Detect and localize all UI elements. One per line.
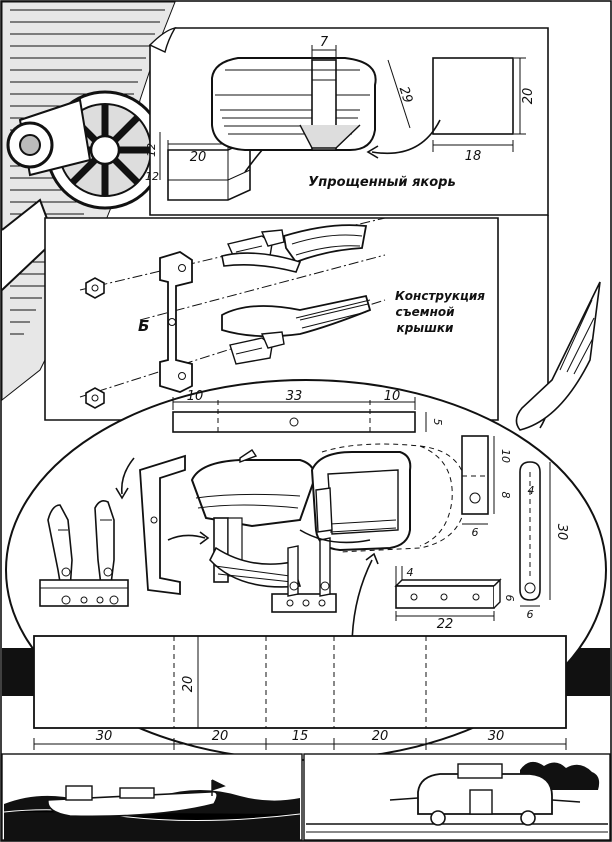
dim-strip-right: 10 [384, 389, 401, 404]
dim-plate-h: 20 [521, 88, 536, 105]
anchor-caption: Упрощенный якорь [308, 175, 455, 190]
dim-anchor-len: 29 [396, 85, 415, 105]
cover-caption-line3: крышки [397, 321, 454, 335]
bracket-b: Б [138, 251, 193, 393]
chassis-assembly [115, 443, 467, 613]
dim-body-seg3: 15 [292, 729, 309, 744]
dim-tab-h2: 8 [499, 492, 512, 499]
anchor-body: 7 29 [211, 35, 415, 151]
tab-drawing: 10 8 6 [461, 435, 512, 539]
cover-half-lower [221, 294, 372, 365]
dim-body-h: 20 [181, 676, 196, 693]
bottom-scene-train [303, 753, 611, 841]
dim-tab-w: 6 [472, 526, 479, 539]
top-strip-drawing: 10 33 10 5 [172, 389, 444, 433]
nut-bottom [85, 387, 105, 409]
dim-link-len: 30 [554, 524, 569, 541]
dim-link-w: 4 [528, 484, 535, 497]
page-curl [515, 215, 601, 431]
dim-block-len: 22 [437, 617, 454, 632]
block-drawing: 4 6 22 [394, 566, 516, 632]
dim-anchor-sheet-d: 12 [145, 170, 159, 183]
dim-strip-mid: 33 [286, 389, 303, 404]
dim-plate-w: 18 [465, 149, 482, 164]
bottom-scene-boat [1, 753, 303, 841]
dim-anchor-width: 7 [320, 35, 329, 50]
leg-assembly-left [39, 500, 129, 607]
bracket-label: Б [138, 317, 149, 335]
cover-caption-line1: Конструкция [395, 289, 485, 303]
dim-anchor-sheet-h: 12 [145, 143, 158, 157]
dim-body-seg5: 30 [488, 729, 505, 744]
body-flat-pattern: 20 30 20 15 20 30 [33, 635, 567, 750]
dim-body-seg1: 30 [96, 729, 113, 744]
dim-link-bw: 6 [527, 608, 534, 621]
dim-block-h: 4 [407, 566, 414, 579]
cover-caption-line2: съемной [395, 305, 455, 319]
link-drawing: 4 30 6 [519, 461, 569, 621]
nut-top [85, 277, 105, 299]
dim-strip-h: 5 [431, 419, 444, 426]
anchor-panel: 20 12 12 7 29 20 [145, 27, 549, 216]
cover-panel: Б Конструкция съемной крышки [44, 217, 499, 421]
anchor-bent-sheet: 20 12 12 [145, 113, 306, 201]
dim-body-seg2: 20 [212, 729, 229, 744]
cover-half-upper [221, 224, 368, 273]
dim-anchor-sheet-w: 20 [190, 150, 207, 165]
anchor-flat-plate: 20 18 [366, 57, 536, 164]
dim-strip-left: 10 [187, 389, 204, 404]
dim-tab-h1: 10 [499, 449, 512, 463]
dim-block-d: 6 [503, 595, 516, 602]
dim-body-seg4: 20 [372, 729, 389, 744]
